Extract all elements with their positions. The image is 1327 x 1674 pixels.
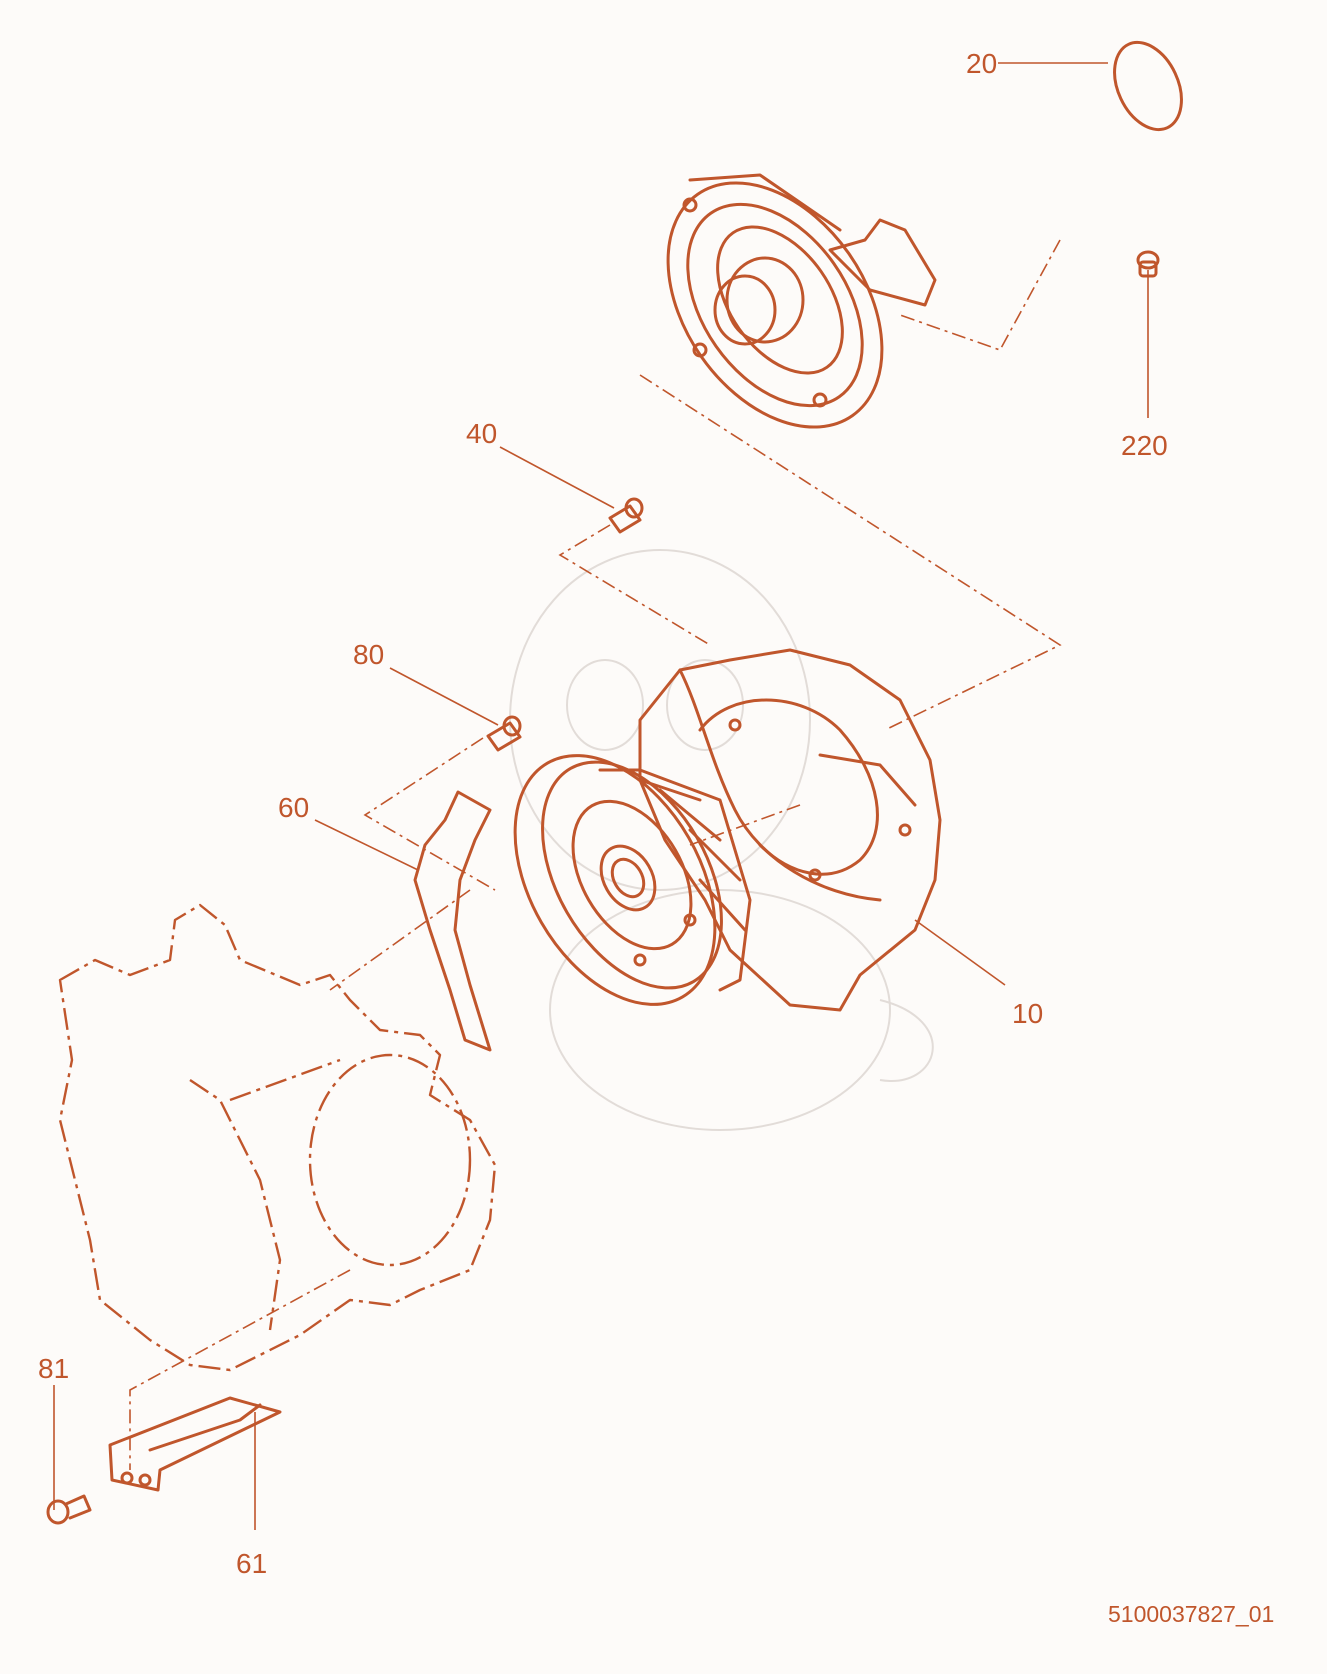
- screw-part-40: [608, 497, 644, 534]
- engine-block-outline: [58, 903, 497, 1372]
- recoil-starter-part: [666, 173, 937, 429]
- guide-plate-part-60: [413, 790, 492, 1052]
- callout-61: 61: [236, 1548, 267, 1579]
- watermark: [509, 549, 934, 1131]
- callout-60: 60: [278, 792, 309, 823]
- callout-labels: 20 220 40 80 60 10 81 61 5100037827_01: [38, 48, 1274, 1627]
- callout-20: 20: [966, 48, 997, 79]
- drawing-code: 5100037827_01: [1108, 1601, 1274, 1627]
- callout-220: 220: [1121, 430, 1168, 461]
- bracket-plate-part-61: [108, 1396, 282, 1492]
- bolt-part-81: [46, 1494, 92, 1525]
- callout-40: 40: [466, 418, 497, 449]
- fan-housing-part: [638, 648, 942, 1012]
- leader-lines: [53, 62, 1149, 1530]
- callout-80: 80: [353, 639, 384, 670]
- flywheel-part: [513, 754, 752, 1006]
- assembly-lines: [129, 239, 1062, 1470]
- callout-10: 10: [1012, 998, 1043, 1029]
- o-ring-part: [1113, 40, 1183, 132]
- screw-part-220: [1136, 250, 1160, 278]
- callout-81: 81: [38, 1353, 69, 1384]
- screw-part-80: [486, 715, 522, 752]
